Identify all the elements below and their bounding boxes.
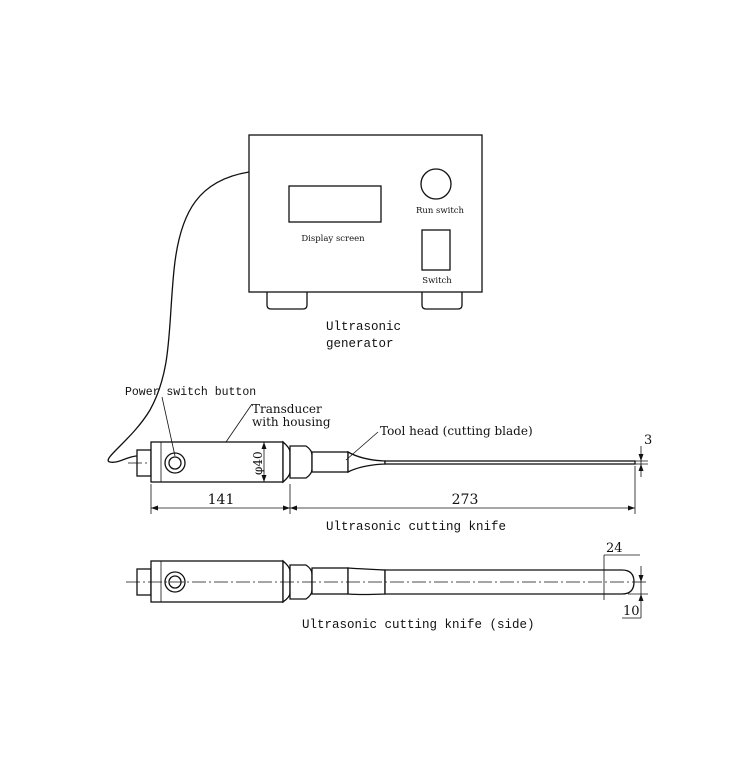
run-switch-knob xyxy=(420,168,452,200)
connection-cable xyxy=(107,171,250,463)
side-blade-transition xyxy=(347,567,386,596)
tool-head-leader xyxy=(345,431,379,461)
thickness-label: 3 xyxy=(644,433,652,448)
tool-head-label: Tool head (cutting blade) xyxy=(380,424,533,438)
diameter-arrow-top xyxy=(261,442,267,449)
horn-collar xyxy=(289,445,313,479)
dim-arrow-2 xyxy=(283,505,290,511)
diameter-label: φ40 xyxy=(251,451,265,475)
horn-shaft xyxy=(311,451,349,473)
tip-arrow-top xyxy=(638,575,644,582)
dim-arrow-1 xyxy=(151,505,158,511)
power-switch-leader xyxy=(161,396,176,457)
transducer-label-line2: with housing xyxy=(252,415,331,429)
tip-label: 10 xyxy=(623,604,640,619)
dim-handle-label: 141 xyxy=(208,492,235,508)
ultrasonic-generator: Display screen Run switch Switch Ultraso… xyxy=(248,134,483,351)
tip-arrow-bottom xyxy=(638,594,644,601)
display-screen-label: Display screen xyxy=(301,234,365,244)
power-switch-button-outer xyxy=(164,452,186,474)
dim-arrow-3 xyxy=(290,505,297,511)
side-horn-shaft xyxy=(311,567,349,595)
power-switch-label: Power switch button xyxy=(125,386,256,399)
run-switch-label: Run switch xyxy=(416,206,465,216)
transducer-leader xyxy=(225,403,253,443)
power-switch-button-inner xyxy=(168,456,182,470)
generator-caption-line1: Ultrasonic xyxy=(326,320,401,334)
switch-label: Switch xyxy=(422,276,452,286)
knife-top-view: Power switch button Transducer with hous… xyxy=(125,386,652,534)
transducer-label-line1: Transducer xyxy=(252,402,322,416)
display-screen xyxy=(288,185,382,223)
generator-foot-right xyxy=(421,292,463,310)
blade-transition xyxy=(347,450,386,474)
knife-side-caption: Ultrasonic cutting knife (side) xyxy=(302,618,535,632)
thickness-arrow-top xyxy=(638,454,644,461)
knife-top-caption: Ultrasonic cutting knife xyxy=(326,520,506,534)
diameter-arrow-bottom xyxy=(261,475,267,482)
handle-neck xyxy=(282,440,291,484)
generator-foot-left xyxy=(266,292,308,310)
width-label: 24 xyxy=(606,541,623,556)
side-handle-body xyxy=(150,560,284,603)
switch-rocker xyxy=(421,229,451,271)
generator-box xyxy=(248,134,483,293)
side-handle-neck xyxy=(282,559,291,604)
dim-blade-label: 273 xyxy=(452,492,479,508)
knife-side-view: 24 10 Ultrasonic cutting knife (side) xyxy=(126,541,648,632)
thickness-arrow-bottom xyxy=(638,464,644,471)
dim-arrow-4 xyxy=(628,505,635,511)
cutting-blade xyxy=(384,460,636,465)
generator-caption-line2: generator xyxy=(326,337,394,351)
